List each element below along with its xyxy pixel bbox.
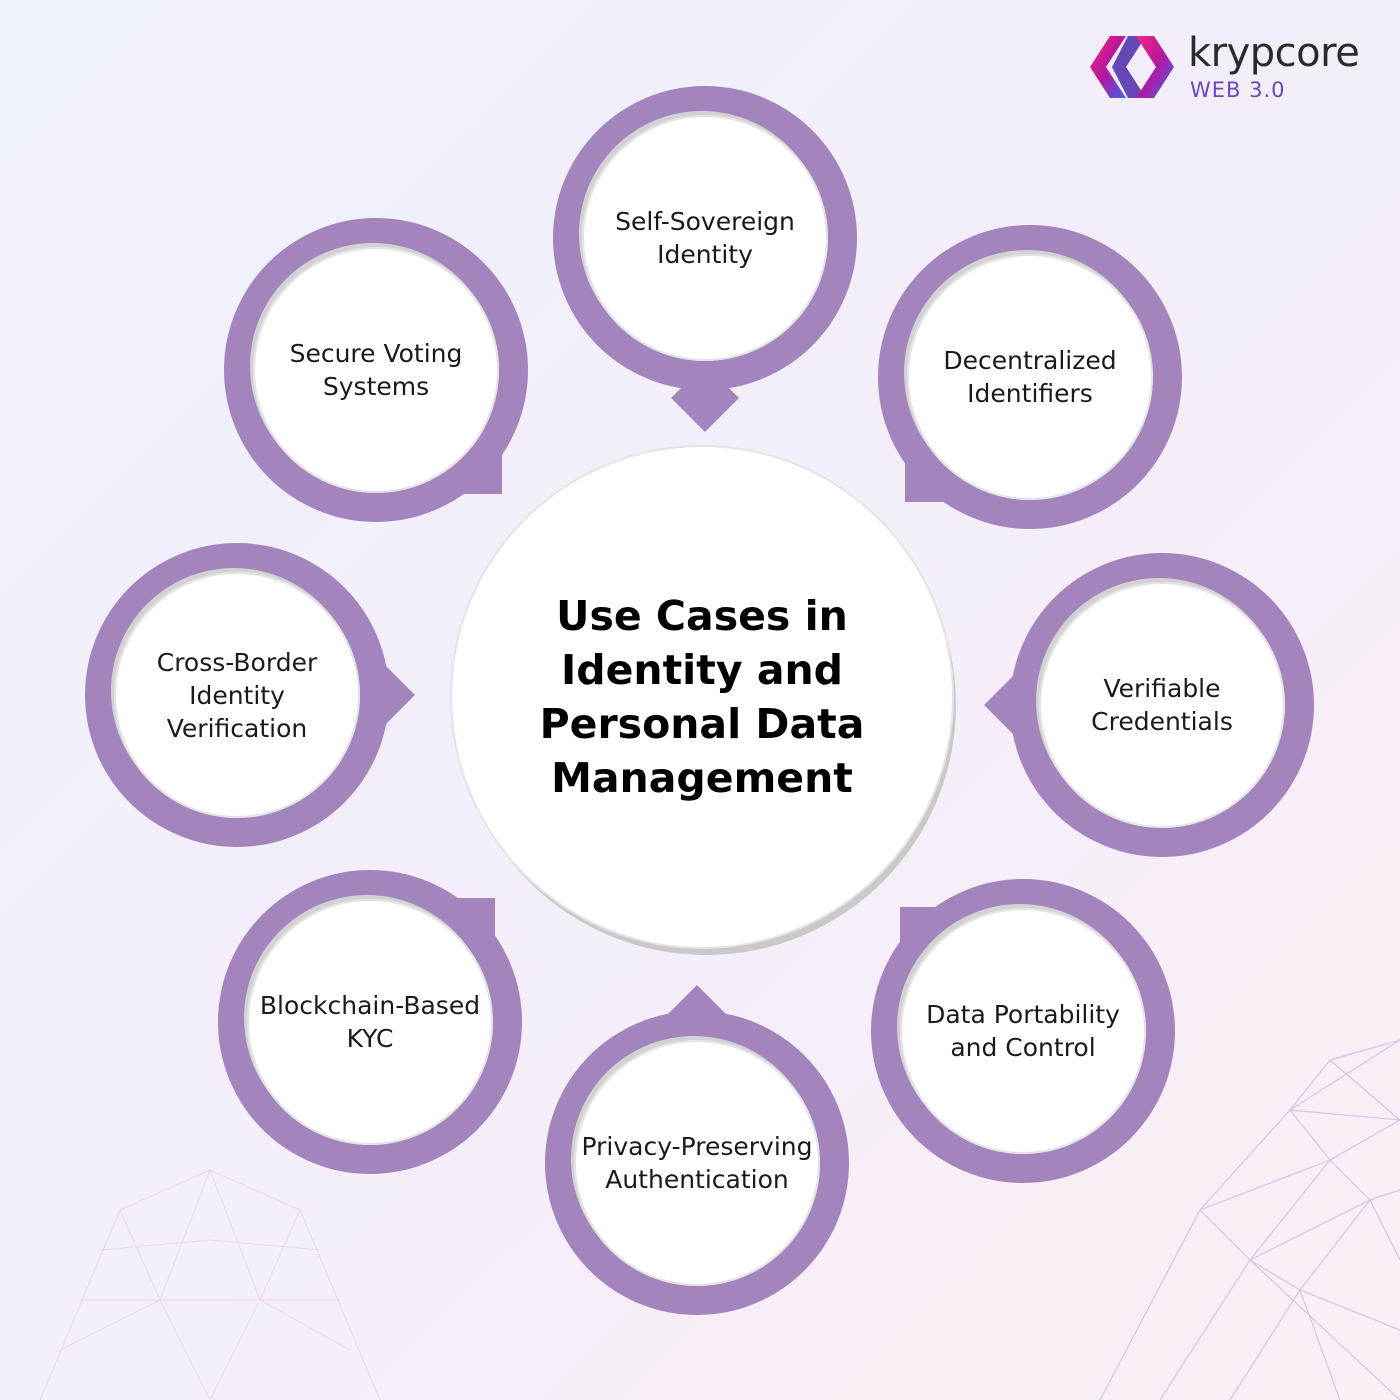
node-label: Blockchain-Based KYC [259,991,481,1053]
center-circle: Use Cases in Identity and Personal Data … [452,447,952,947]
node-label: Secure Voting Systems [289,339,463,401]
center-title: Use Cases in Identity and Personal Data … [539,592,865,802]
brand-tagline: WEB 3.0 [1190,78,1286,102]
krypcore-logo: krypcore WEB 3.0 [1086,30,1376,106]
node-inner: Self-Sovereign Identity [582,115,828,361]
node-label: Decentralized Identifiers [943,346,1117,408]
node-verifiable-credentials: Verifiable Credentials [984,553,1314,857]
brand-name: krypcore [1188,30,1360,76]
node-label: Data Portability and Control [926,1000,1120,1062]
node-label: Cross-Border Identity Verification [156,647,318,743]
node-label: Verifiable Credentials [1091,674,1233,736]
node-decentralized-identifiers: Decentralized Identifiers [878,225,1182,529]
krypcore-logo-icon [1090,36,1174,98]
node-inner: Decentralized Identifiers [907,254,1153,500]
node-privacy-preserving-authentication: Privacy-Preserving Authentication [545,985,849,1315]
node-data-portability-and-control: Data Portability and Control [871,879,1175,1183]
node-inner: Blockchain-Based KYC [247,899,493,1145]
node-cross-border-identity-verification: Cross-Border Identity Verification [85,543,415,847]
node-inner: Privacy-Preserving Authentication [574,1040,820,1286]
node-inner: Data Portability and Control [900,908,1146,1154]
node-inner: Cross-Border Identity Verification [114,572,360,818]
node-inner: Secure Voting Systems [253,247,499,493]
node-label: Self-Sovereign Identity [615,207,795,269]
node-secure-voting-systems: Secure Voting Systems [224,218,528,522]
node-blockchain-based-kyc: Blockchain-Based KYC [218,870,522,1174]
node-label: Privacy-Preserving Authentication [581,1132,813,1194]
node-inner: Verifiable Credentials [1039,582,1285,828]
node-self-sovereign-identity: Self-Sovereign Identity [553,86,857,432]
